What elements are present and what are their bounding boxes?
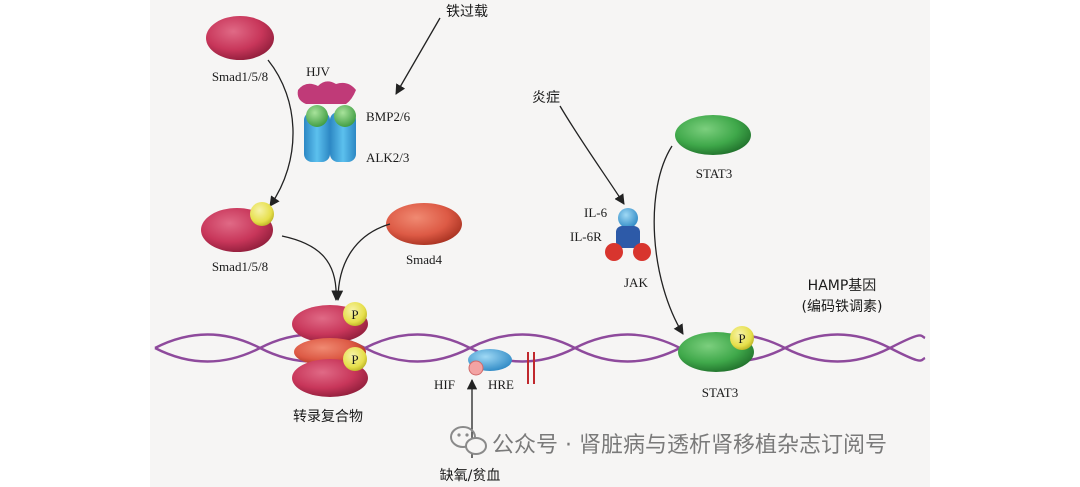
il6r-label: IL-6R xyxy=(570,229,602,244)
smad158-mid-label: Smad1/5/8 xyxy=(212,259,268,274)
complex-phosphate-top xyxy=(343,302,367,326)
jak-left xyxy=(605,243,623,261)
stat3-top-label: STAT3 xyxy=(696,166,733,181)
complex-phosphate-bottom-label: P xyxy=(351,352,358,367)
smad158-phosphate xyxy=(250,202,274,226)
transcription-complex: P P xyxy=(292,302,368,397)
hamp-gene-label: HAMP基因 xyxy=(808,277,877,294)
diagram-background xyxy=(150,0,930,487)
hjv-protein xyxy=(297,81,356,104)
stat3-phosphate-label: P xyxy=(738,331,745,346)
hif-label: HIF xyxy=(434,377,455,392)
complex-phosphate-top-label: P xyxy=(351,307,358,322)
hif-subunit xyxy=(468,360,484,376)
inflammation-label: 炎症 xyxy=(532,90,560,106)
smad158-top-label: Smad1/5/8 xyxy=(212,69,268,84)
alk-label: ALK2/3 xyxy=(366,150,409,165)
bmp-ligand-right xyxy=(334,105,356,127)
il6-label: IL-6 xyxy=(584,205,608,220)
il6-receptor xyxy=(616,226,640,248)
smad4-label: Smad4 xyxy=(406,252,443,267)
dna-helix xyxy=(154,333,926,363)
jak-right xyxy=(633,243,651,261)
il6-ligand xyxy=(618,208,638,228)
hif-pathway: HIF HRE 缺氧/贫血 xyxy=(434,349,535,484)
transcription-complex-label: 转录复合物 xyxy=(293,408,363,425)
complex-phosphate-bottom xyxy=(343,347,367,371)
wechat-icon xyxy=(450,426,487,455)
smad-pathway: Smad1/5/8 HJV BMP2/6 ALK2/3 铁过载 Smad1/5/… xyxy=(201,4,488,425)
stat3-translocation-arrow xyxy=(653,145,684,335)
bmp-label: BMP2/6 xyxy=(366,109,411,124)
smad4-protein xyxy=(386,203,462,245)
smad4-to-complex-arrow xyxy=(332,223,391,302)
bmp-ligand-left xyxy=(306,105,328,127)
smad158-to-complex-arrow xyxy=(281,235,342,302)
smad158-top-protein xyxy=(206,16,274,60)
iron-overload-arrow xyxy=(395,17,441,95)
stat3-top-protein xyxy=(675,115,751,155)
jak-label: JAK xyxy=(624,275,648,290)
stat3-bottom-label: STAT3 xyxy=(702,385,739,400)
il6-stat3-pathway: 炎症 IL-6 IL-6R JAK STAT3 P STAT3 HAMP基因 (… xyxy=(532,90,882,400)
hamp-gene-desc: (编码铁调素) xyxy=(802,299,883,315)
stat3-phosphate xyxy=(730,326,754,350)
hre-label: HRE xyxy=(488,377,514,392)
inflammation-arrow xyxy=(559,105,625,205)
watermark: 公众号 · 肾脏病与透析肾移植杂志订阅号 xyxy=(450,426,887,458)
watermark-text: 公众号 · 肾脏病与透析肾移植杂志订阅号 xyxy=(492,433,887,458)
hypoxia-label: 缺氧/贫血 xyxy=(440,468,501,484)
hjv-label: HJV xyxy=(306,64,330,79)
smad-phosphorylation-arrow xyxy=(267,59,294,207)
iron-overload-label: 铁过载 xyxy=(446,4,488,20)
